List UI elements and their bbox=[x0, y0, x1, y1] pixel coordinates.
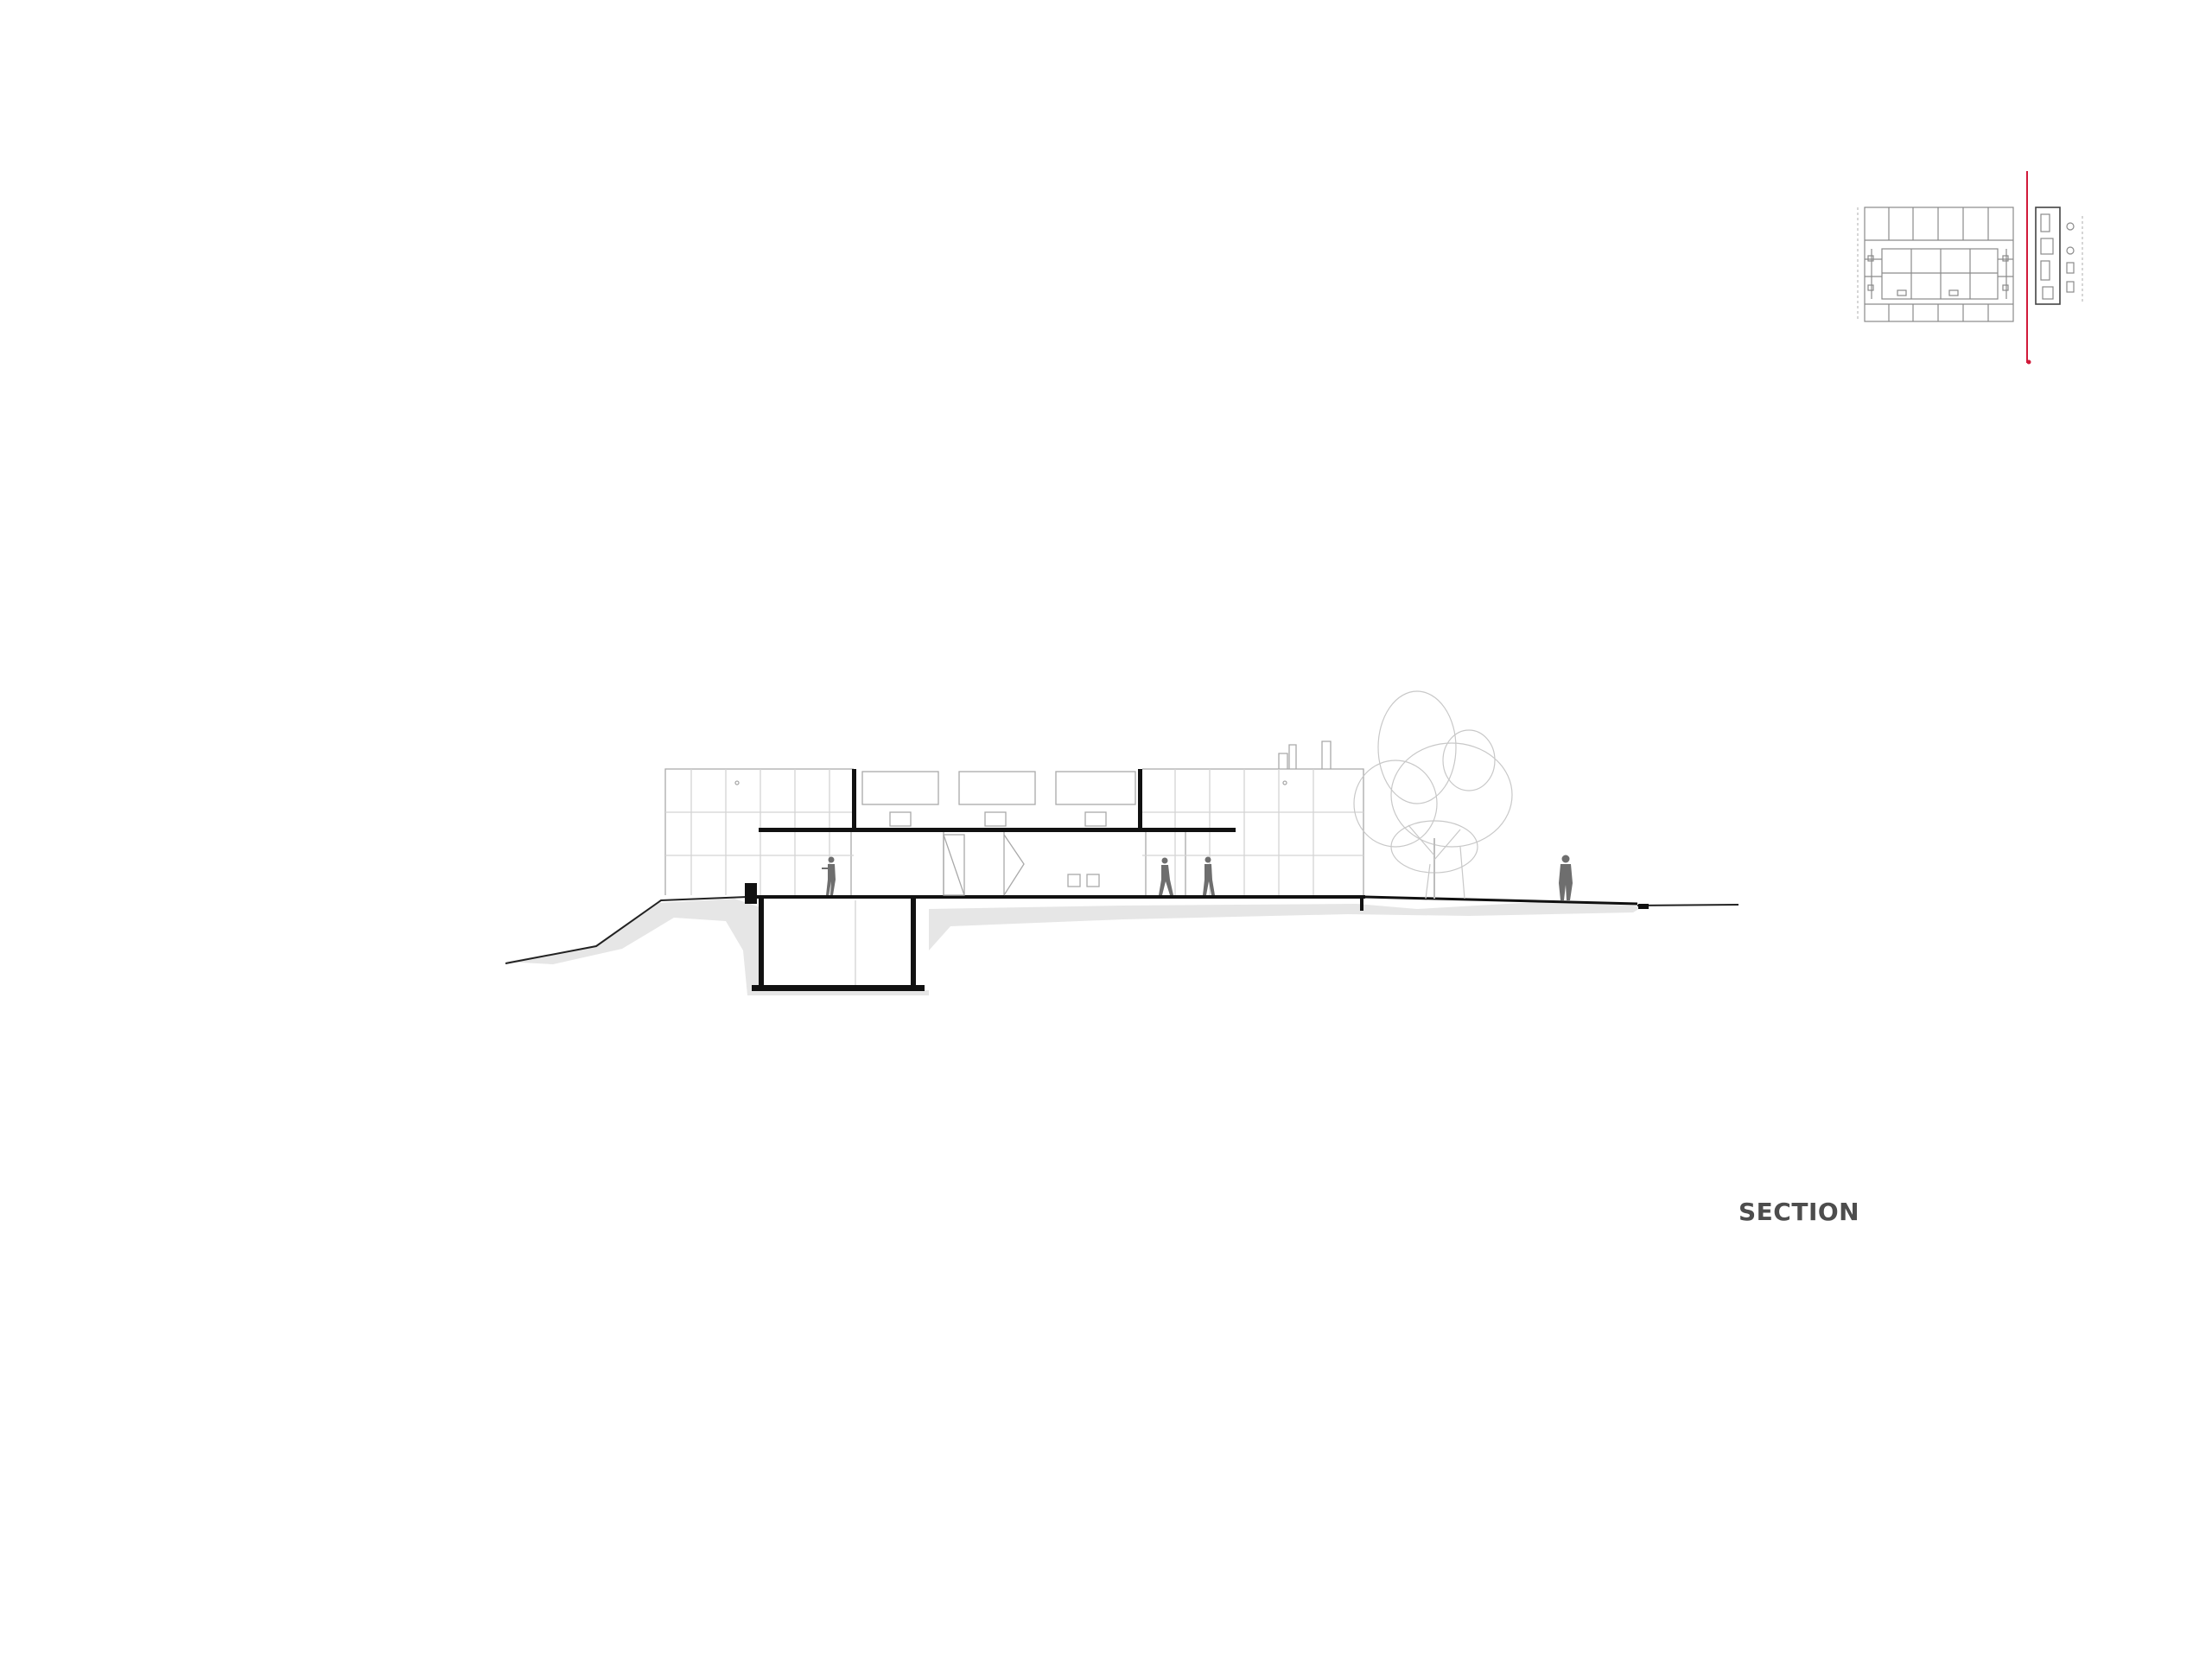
building-elevation-lines bbox=[664, 741, 1364, 896]
terrain-line-left bbox=[505, 896, 748, 964]
key-plan bbox=[1857, 207, 2083, 322]
person-figure-icon bbox=[1203, 856, 1215, 895]
tree-icon bbox=[1353, 690, 1513, 899]
step-mark-1 bbox=[1360, 897, 1363, 911]
person-figure-icon bbox=[822, 856, 836, 895]
outdoor-ground-line bbox=[1364, 895, 1638, 906]
section-cut-marker-icon bbox=[2026, 171, 2031, 365]
step-mark-2 bbox=[1638, 904, 1649, 909]
drawing-title: SECTION bbox=[1738, 1198, 1860, 1226]
section-cut-structure bbox=[745, 769, 1236, 991]
ground-fill bbox=[505, 899, 1642, 995]
person-figure-icon bbox=[1559, 855, 1573, 900]
outdoor-ground-line-end bbox=[1637, 904, 1739, 906]
person-figure-icon bbox=[1159, 857, 1173, 895]
